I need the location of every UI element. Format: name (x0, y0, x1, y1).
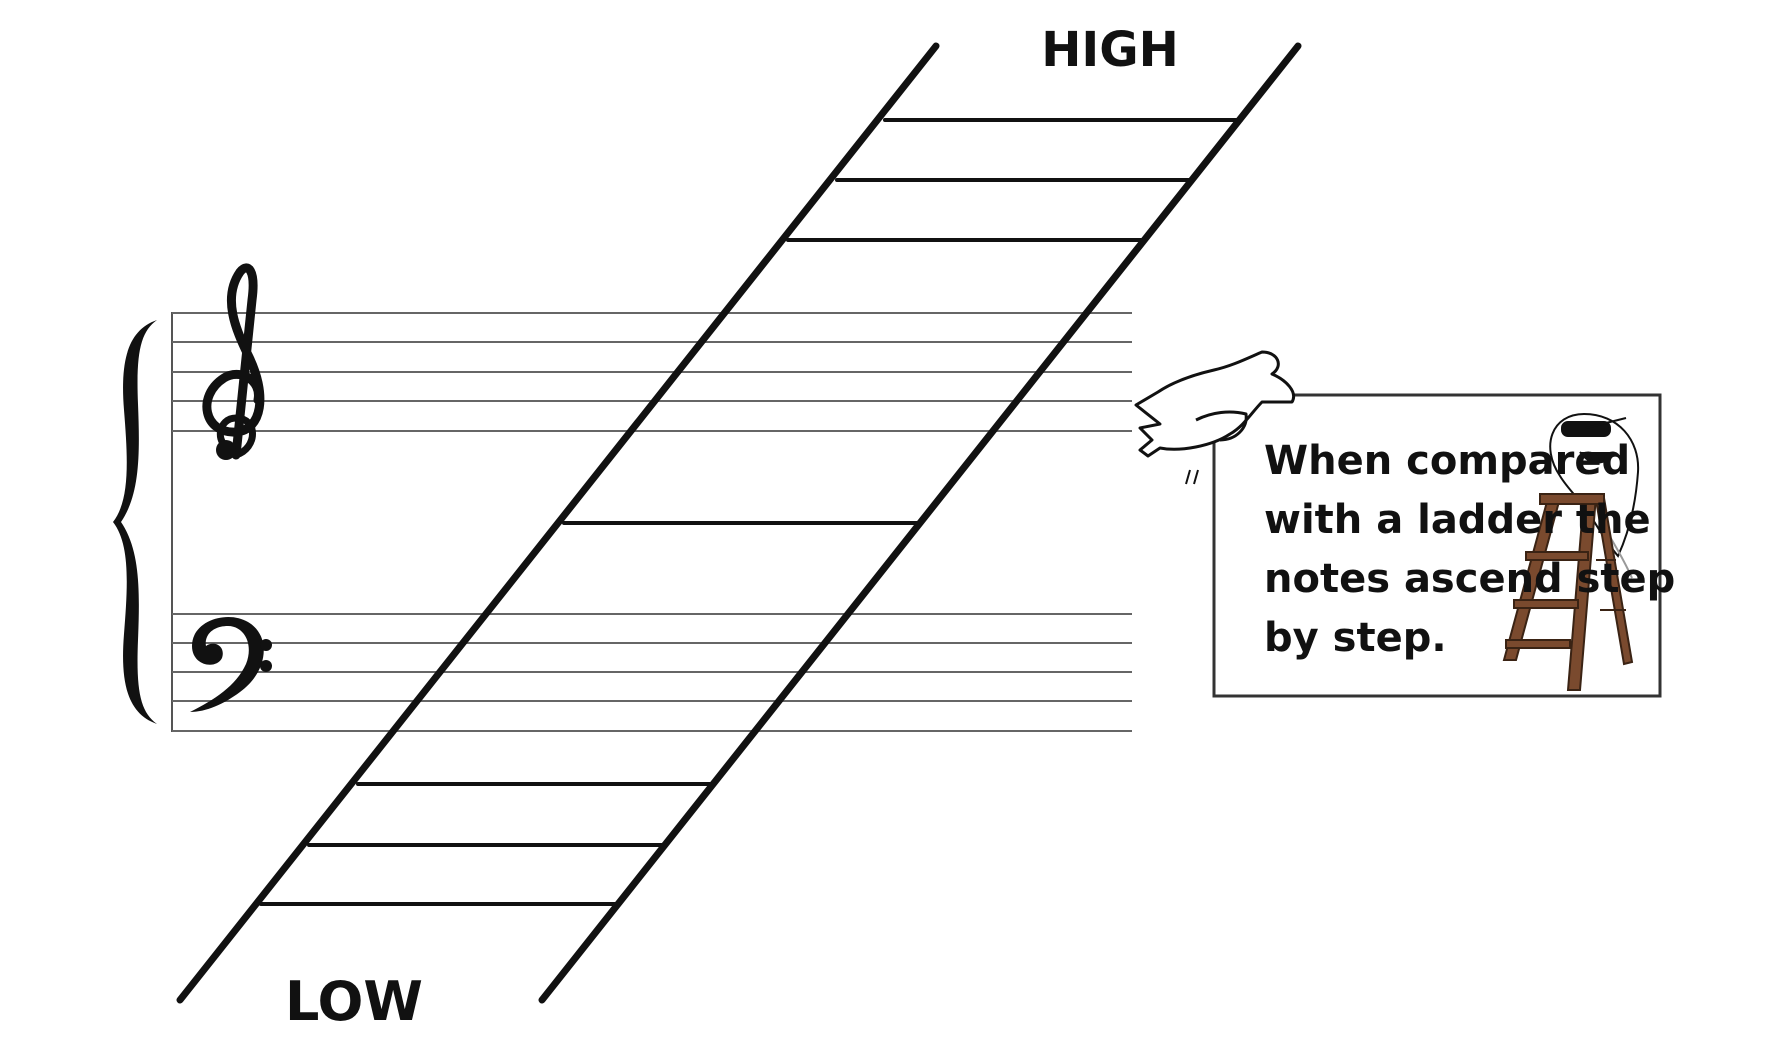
ladder-diagram (176, 42, 1302, 1004)
low-label: LOW (285, 970, 423, 1033)
sign-line-3: notes ascend step (1264, 556, 1675, 602)
note-mascot-with-sunglasses-icon (1549, 412, 1640, 579)
grand-staff-brace-icon (113, 320, 157, 724)
treble-staff (172, 312, 1132, 432)
high-label: HIGH (1041, 22, 1179, 78)
sign-line-4: by step. (1264, 615, 1447, 661)
step-ladder-icon (1502, 493, 1634, 691)
ladder-left-rail (176, 42, 940, 1004)
bass-clef-icon (190, 616, 272, 712)
treble-clef-icon (202, 263, 265, 460)
sign-line-1: When compared (1264, 438, 1630, 484)
sign-line-2: with a ladder the (1264, 497, 1651, 543)
pointing-hand-icon (1134, 350, 1295, 485)
bass-staff (172, 613, 1132, 732)
explanation-sign: When compared with a ladder the notes as… (1134, 350, 1675, 698)
